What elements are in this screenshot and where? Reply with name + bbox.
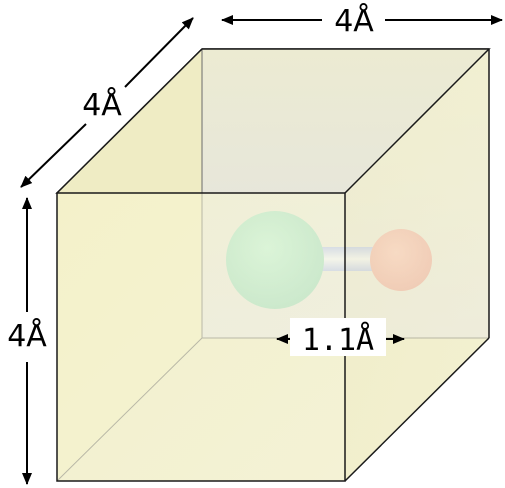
arrow-depth-upper — [124, 17, 194, 88]
dimension-height: 4Å — [7, 197, 47, 485]
dimension-top-width: 4Å — [221, 3, 503, 39]
arrow-depth-lower — [20, 123, 87, 188]
label-bond-length: 1.1Å — [302, 322, 374, 358]
dimension-bond-length: 1.1Å — [276, 318, 405, 358]
bond-label-box — [290, 318, 386, 356]
cube-front-edges — [56, 48, 490, 482]
cube-front-face — [57, 193, 345, 481]
label-height: 4Å — [7, 318, 47, 354]
label-top-width: 4Å — [334, 3, 374, 39]
dimension-depth: 4Å — [20, 17, 194, 188]
label-depth: 4Å — [82, 87, 122, 123]
